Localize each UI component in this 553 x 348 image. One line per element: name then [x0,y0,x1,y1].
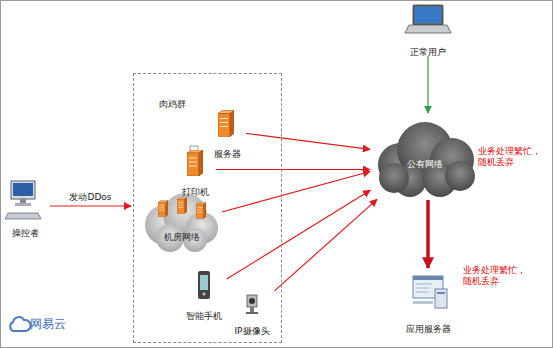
datacenter-cloud-shape [158,200,168,216]
attack-arrow [246,133,370,149]
node-label: 操控者 [12,228,39,238]
printer-icon [187,146,203,176]
label-holder: 服务器 [210,142,244,161]
user-node: 正常用户 [400,2,456,54]
public-network-cloud-shape [378,122,475,197]
app-server-icon [413,276,443,280]
label-holder: 操控者 [2,221,48,240]
app-server-node: 应用服务器 [398,270,458,332]
ip-camera-icon [246,295,258,314]
attack-arrow [227,190,371,279]
controller-pc-icon [15,203,31,206]
attack-arrow [427,56,428,113]
ip-camera-icon [247,295,257,307]
laptop-icon [405,5,451,33]
camera-node: IP摄像头 [231,289,273,333]
datacenter-cloud-shape [177,197,187,213]
controller-pc-icon [20,199,26,203]
label-holder: 机房网络 [143,225,220,244]
node-label: 机房网络 [164,232,200,242]
attack-arrow [426,200,430,268]
watermark-logo [10,317,30,331]
public-network-cloud-shape [379,163,409,193]
app-server-icon [416,288,430,289]
smartphone-icon [200,275,208,290]
server-icon [218,111,234,137]
app-server-icon [416,292,428,293]
ip-camera-icon [250,307,254,312]
attack-arrow [216,169,370,170]
server-node: 服务器 [210,106,244,156]
controller-pc-icon [5,213,41,219]
smartphone-icon [202,292,205,295]
status-note: 业务处理繁忙， 随机丢弃 [478,146,548,169]
edge-label: 发动DDos [68,192,112,203]
label-holder: 应用服务器 [398,317,458,336]
label-holder: 肉鸡群 [159,92,186,111]
datacenter-cloud: 机房网络 [143,193,220,253]
smartphone-icon [198,271,210,299]
node-label: 应用服务器 [406,324,451,334]
app-server-icon [435,289,447,308]
watermark-text: 网易云 [30,317,90,332]
public-network-cloud: 公有网络 [372,115,478,198]
laptop-icon [413,5,443,25]
printer-icon [187,150,203,176]
node-label: IP摄像头 [234,326,269,336]
node-label: 正常用户 [410,47,446,57]
ip-camera-icon [246,312,258,314]
node-label: 打印机 [182,187,209,197]
label-holder: 正常用户 [400,40,456,59]
printer-node: 打印机 [176,145,214,194]
ip-camera-icon [249,298,255,304]
app-server-icon [413,301,433,304]
phone-node: 智能手机 [183,268,225,318]
label-holder: 公有网络 [372,152,478,171]
server-icon [218,111,234,137]
laptop-icon [415,7,441,23]
controller-pc-icon [5,181,41,219]
attack-arrow [222,172,370,212]
laptop-icon [405,25,451,33]
attack-arrow [50,205,131,206]
app-server-icon [416,284,432,285]
node-label: 服务器 [214,149,241,159]
attack-arrow [274,199,377,291]
app-server-icon [437,292,445,294]
group-title: 肉鸡群 [159,99,186,109]
controller-pc-icon [13,183,33,196]
label-holder: 智能手机 [183,304,225,323]
node-label: 智能手机 [186,311,222,321]
status-note: 业务处理繁忙， 随机丢弃 [463,265,533,288]
watermark-logo [10,317,30,331]
datacenter-cloud-shape [145,193,218,252]
datacenter-cloud-shape [196,202,206,218]
botnet-group: 肉鸡群服务器打印机机房网络智能手机 IP摄像头 [133,73,282,343]
label-holder: 打印机 [176,180,214,199]
app-server-icon [413,276,447,308]
controller-pc-icon [11,181,35,199]
controller-node: 操控者 [2,176,48,236]
smartphone-icon [198,271,210,299]
node-label: 公有网络 [407,159,443,169]
public-network-cloud-shape [445,161,475,191]
label-holder: IP摄像头 [231,319,273,338]
